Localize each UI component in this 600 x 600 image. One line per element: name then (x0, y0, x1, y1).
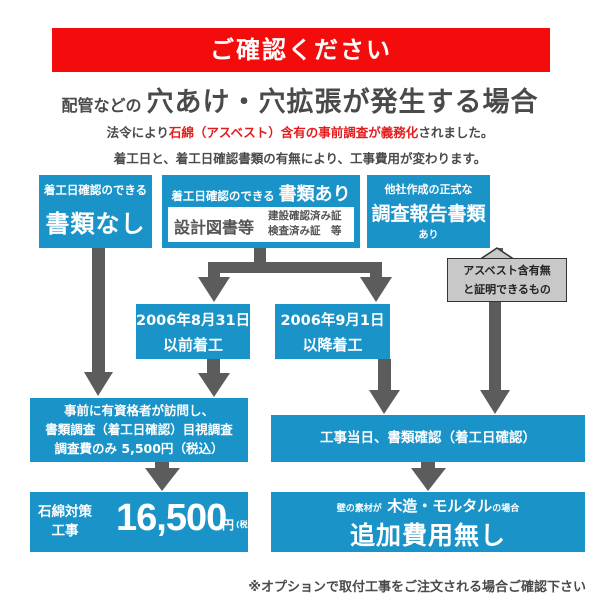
arrow-down-icon (360, 277, 392, 302)
cost-tax: (税込) (236, 520, 260, 529)
no-extra-condition: 壁の素材が 木造・モルタルの場合 (271, 495, 585, 516)
no-docs-box: 着工日確認のできる 書類なし (39, 175, 152, 248)
same-day-check-box: 工事当日、書類確認（着工日確認） (271, 415, 585, 462)
callout-line-1: アスベスト含有無 (463, 264, 551, 277)
arrow-down-icon (411, 468, 446, 491)
cost-amount: 16,500 (116, 497, 227, 539)
callout-line-2: と証明できるもの (463, 283, 551, 296)
cost-label: 石綿対策 工事 (38, 503, 92, 541)
report-main: 調査報告書類 (371, 203, 486, 225)
no-extra-post: の場合 (492, 504, 520, 514)
examples-right: 建設確認済み証 検査済み証 等 (268, 209, 342, 239)
examples-left: 設計図書等 (174, 218, 255, 237)
notice-line-1: 法令により石綿（アスベスト）含有の事前調査が義務化されました。 (0, 122, 600, 141)
cost-label-1: 石綿対策 (38, 504, 92, 520)
report-sub: 他社作成の正式な (384, 183, 473, 196)
headline-prefix: 配管などの (61, 96, 142, 115)
before-date: 2006年8月31日 (136, 313, 251, 329)
after-date: 2006年9月1日 (280, 313, 385, 329)
before-label: 以前着工 (162, 336, 223, 354)
survey-line-3: 調査費のみ 5,500円（税込） (54, 441, 224, 456)
arrow-down-icon (369, 390, 400, 414)
no-extra-cost-box: 壁の素材が 木造・モルタルの場合 追加費用無し (271, 492, 585, 552)
examples-right-2: 検査済み証 等 (268, 225, 342, 237)
has-docs-main: 書類あり (278, 184, 351, 205)
before-date-box: 2006年8月31日 以前着工 (136, 304, 250, 359)
no-extra-pre: 壁の素材が (336, 504, 382, 514)
confirm-banner: ご確認ください (52, 28, 550, 72)
arrow-down-icon (84, 372, 113, 396)
notice-line-2: 着工日と、着工日確認書類の有無により、工事費用が変わります。 (113, 151, 487, 166)
no-docs-main: 書類なし (45, 210, 146, 238)
cost-label-2: 工事 (51, 523, 79, 539)
after-date-box: 2006年9月1日 以降着工 (275, 304, 390, 359)
has-docs-box: 着工日確認のできる 書類あり 設計図書等 建設確認済み証 検査済み証 等 (162, 175, 360, 248)
arrow-down-icon (480, 390, 510, 414)
banner-title: ご確認ください (210, 36, 392, 64)
report-box: 他社作成の正式な 調査報告書類 あり (367, 175, 490, 248)
no-docs-sub: 着工日確認のできる (43, 183, 148, 197)
survey-box: 事前に有資格者が訪問し、 書類調査（着工日確認）目視調査 調査費のみ 5,500… (30, 398, 248, 462)
callout-pointer-join (480, 260, 516, 263)
cost-unit: 円 (222, 518, 235, 532)
arrow-down-icon (198, 373, 230, 397)
no-extra-main: 追加費用無し (349, 521, 506, 550)
survey-line-1: 事前に有資格者が訪問し、 (63, 403, 214, 418)
notice-suffix: されました。 (418, 125, 494, 140)
same-day-text: 工事当日、書類確認（着工日確認） (320, 430, 536, 446)
arrow-down-icon (145, 468, 180, 491)
has-docs-examples: 設計図書等 建設確認済み証 検査済み証 等 (168, 207, 354, 242)
has-docs-sub: 着工日確認のできる (171, 189, 275, 203)
arrow-down-icon (198, 277, 230, 302)
headline: 配管などの 穴あけ・穴拡張が発生する場合 (0, 80, 600, 119)
has-docs-header: 着工日確認のできる 書類あり (162, 180, 360, 206)
asbestos-proof-callout: アスベスト含有無 と証明できるもの (447, 258, 567, 302)
footer-note: ※オプションで取付工事をご注文される場合ご確認下さい (248, 580, 586, 595)
survey-line-2: 書類調査（着工日確認）目視調査 (45, 422, 233, 437)
notice-prefix: 法令により (106, 125, 169, 140)
notice-highlight: 石綿（アスベスト）含有の事前調査が義務化 (168, 125, 419, 140)
examples-right-1: 建設確認済み証 (268, 210, 342, 222)
headline-main: 穴あけ・穴拡張が発生する場合 (146, 87, 539, 118)
asbestos-cost-box: 石綿対策 工事 16,500 円 (税込) (30, 492, 259, 552)
after-label: 以降着工 (302, 336, 363, 354)
report-tail: あり (418, 230, 439, 241)
no-extra-material: 木造・モルタル (387, 497, 493, 515)
